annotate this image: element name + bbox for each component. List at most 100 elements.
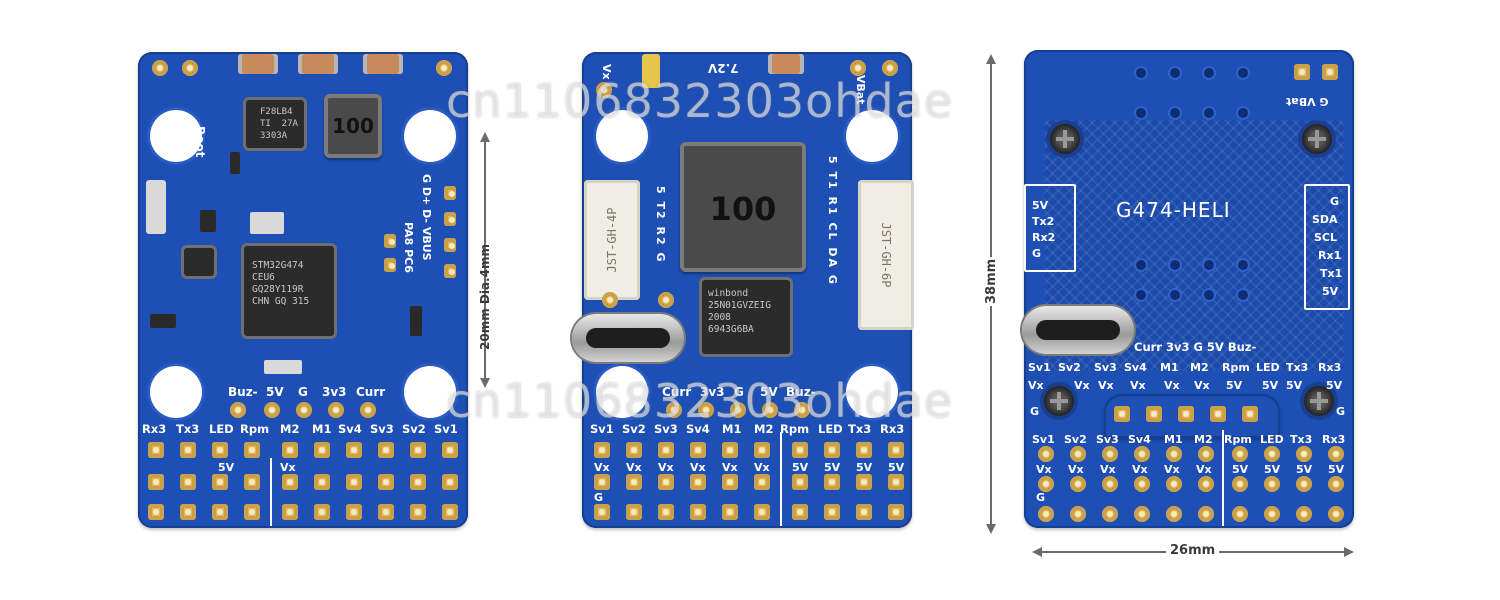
jst-gh-4p-connector[interactable]: JST-GH-4P bbox=[584, 180, 640, 300]
usb-pad bbox=[444, 238, 456, 252]
b2-pad bbox=[594, 504, 610, 520]
b2-top-row-label: 3v3 bbox=[700, 385, 725, 399]
hole-dimension-arrow-up bbox=[480, 132, 490, 142]
capacitor bbox=[642, 54, 660, 88]
b2-pad bbox=[722, 442, 738, 458]
b1-pad bbox=[244, 474, 260, 490]
screw bbox=[1044, 386, 1074, 416]
hole-dimension-label: 20mm Dia.4mm bbox=[478, 244, 492, 350]
b2-pad bbox=[754, 504, 770, 520]
b1-top-row-label: Curr bbox=[356, 385, 386, 399]
b2-top-row-label: 5V bbox=[760, 385, 778, 399]
b2-pad bbox=[888, 442, 904, 458]
b2-pad bbox=[690, 442, 706, 458]
b3-signal-label: Sv3 bbox=[1094, 361, 1117, 374]
b3-right-box-label: Rx1 bbox=[1318, 249, 1342, 262]
b2-signal-label: Tx3 bbox=[848, 422, 872, 436]
b1-divider bbox=[270, 458, 272, 526]
b3-right-box-label: SCL bbox=[1314, 231, 1338, 244]
b1-pad bbox=[212, 504, 228, 520]
b3-signal-label: Tx3 bbox=[1286, 361, 1309, 374]
b2-right-label: CL bbox=[826, 222, 839, 242]
watermark-top: cn1106832303ohdae bbox=[446, 74, 954, 128]
small-chip bbox=[150, 314, 176, 328]
b3-pad bbox=[1328, 446, 1344, 462]
b3-bottom-signal-label: Sv1 bbox=[1032, 433, 1055, 446]
jst-4p-label: JST-GH-4P bbox=[605, 207, 619, 273]
mounting-hole bbox=[596, 110, 648, 162]
board-top-view: F28LB4 TI 27A 3303A 100 Boot STM32G474 C… bbox=[138, 52, 468, 528]
inductor-marking: 100 bbox=[332, 114, 374, 138]
width-dimension-arrow-right bbox=[1344, 547, 1354, 557]
b1-pad bbox=[282, 474, 298, 490]
boot-button[interactable] bbox=[230, 152, 240, 174]
usb-c-port[interactable] bbox=[572, 314, 684, 362]
b2-pad bbox=[658, 504, 674, 520]
b2-pad bbox=[888, 474, 904, 490]
b2-pad bbox=[856, 504, 872, 520]
b3-left-box-label: G bbox=[1032, 247, 1042, 260]
b3-right-box-label: G bbox=[1330, 195, 1340, 208]
b1-signal-label: M1 bbox=[312, 422, 332, 436]
b2-pad bbox=[626, 442, 642, 458]
b1-vx-label: Vx bbox=[280, 461, 296, 474]
b3-pad bbox=[1328, 476, 1344, 492]
b2-pad bbox=[658, 292, 674, 308]
b3-pad bbox=[1264, 476, 1280, 492]
flash-marking: winbond 25N01GVZEIG 2008 6943G6BA bbox=[708, 288, 771, 335]
via bbox=[1238, 290, 1248, 300]
b2-vbat-pad bbox=[882, 60, 898, 76]
b3-bottom-power-label: Vx bbox=[1068, 463, 1084, 476]
b3-power-label: Vx bbox=[1074, 379, 1090, 392]
b3-pad bbox=[1198, 446, 1214, 462]
via bbox=[1170, 68, 1180, 78]
b3-bottom-signal-label: M1 bbox=[1164, 433, 1183, 446]
pa8-pad bbox=[384, 234, 396, 248]
b2-power-label: Vx bbox=[722, 461, 738, 474]
b2-pad bbox=[792, 442, 808, 458]
b3-mid-row-label: Curr 3v3 G 5V Buz- bbox=[1134, 340, 1257, 354]
b3-pad bbox=[1038, 506, 1054, 522]
b3-pad bbox=[1264, 506, 1280, 522]
b2-pad bbox=[690, 474, 706, 490]
b3-bottom-signal-label: Sv3 bbox=[1096, 433, 1119, 446]
regulator-marking: F28LB4 TI 27A 3303A bbox=[260, 107, 298, 141]
via bbox=[1136, 108, 1146, 118]
b1-pad bbox=[346, 504, 362, 520]
b3-pad bbox=[1198, 476, 1214, 492]
inductor: 100 bbox=[324, 94, 382, 158]
b2-top-pad bbox=[698, 402, 714, 418]
b3-bottom-signal-label: Rpm bbox=[1224, 433, 1252, 446]
b2-top-pad bbox=[730, 402, 746, 418]
b2-pad bbox=[594, 474, 610, 490]
b2-left-label: G bbox=[654, 252, 667, 264]
b1-pad bbox=[244, 504, 260, 520]
board-title: G474-HELI bbox=[1116, 198, 1231, 222]
flash-chip: winbond 25N01GVZEIG 2008 6943G6BA bbox=[702, 280, 790, 354]
switch[interactable] bbox=[146, 180, 166, 234]
b3-pad bbox=[1296, 506, 1312, 522]
mcu-marking: STM32G474 CEU6 GQ28Y119R CHN GQ 315 bbox=[252, 260, 310, 307]
b3-bottom-power-label: Vx bbox=[1196, 463, 1212, 476]
b3-signal-label: Sv4 bbox=[1124, 361, 1147, 374]
b3-power-label: Vx bbox=[1130, 379, 1146, 392]
b3-pad bbox=[1296, 476, 1312, 492]
b3-tab-pad bbox=[1178, 406, 1194, 422]
b2-top-pad bbox=[762, 402, 778, 418]
crystal bbox=[200, 210, 216, 232]
jst-gh-6p-connector[interactable]: JST-GH-6P bbox=[858, 180, 914, 330]
usb-label-vbus: VBUS bbox=[420, 226, 433, 261]
hole-dimension-arrow-down bbox=[480, 378, 490, 388]
b3-left-box bbox=[1024, 184, 1076, 272]
jst-6p-label: JST-GH-6P bbox=[879, 222, 893, 288]
b3-pad bbox=[1264, 446, 1280, 462]
b3-tab-pad bbox=[1146, 406, 1162, 422]
small-crystal bbox=[264, 360, 302, 374]
top-pad bbox=[182, 60, 198, 76]
via bbox=[1204, 108, 1214, 118]
via bbox=[1204, 290, 1214, 300]
usb-c-port[interactable] bbox=[1022, 306, 1134, 354]
b3-pad bbox=[1102, 476, 1118, 492]
b3-power-label: Vx bbox=[1028, 379, 1044, 392]
b2-signal-label: Sv3 bbox=[654, 422, 678, 436]
